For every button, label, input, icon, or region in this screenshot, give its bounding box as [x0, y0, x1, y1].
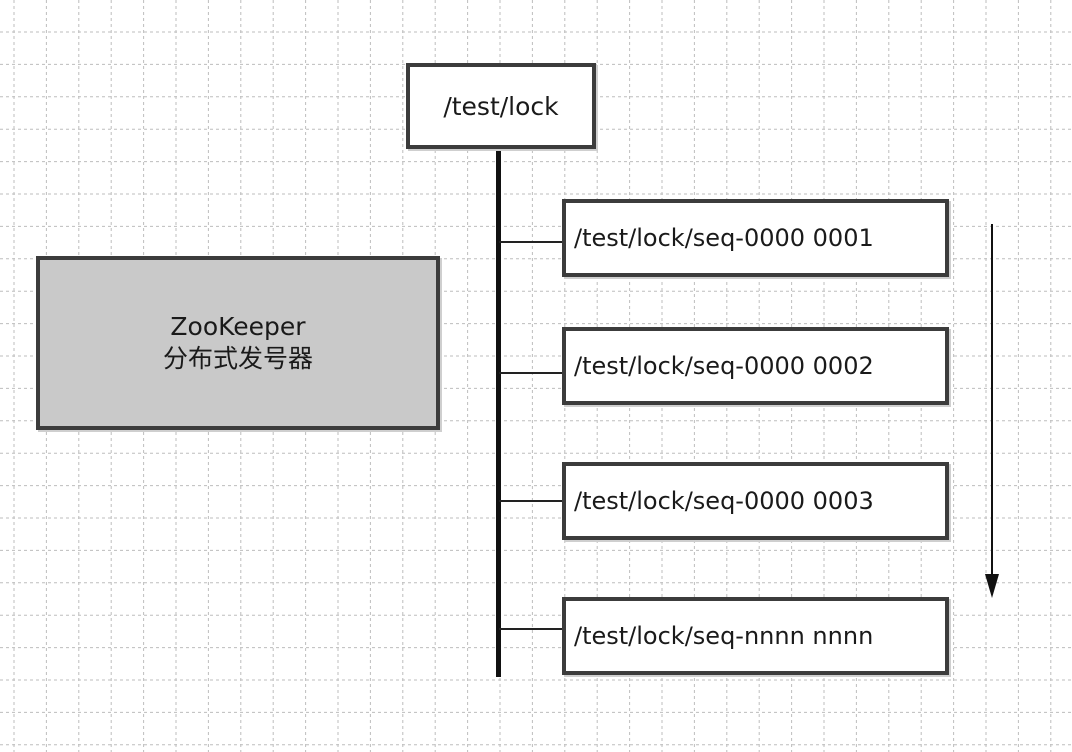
- branch-line-2: [499, 372, 563, 374]
- seq-node-1: /test/lock/seq-0000 0001: [562, 199, 949, 277]
- seq-node-label: /test/lock/seq-nnnn nnnn: [574, 622, 874, 650]
- seq-node-label: /test/lock/seq-0000 0003: [574, 487, 874, 515]
- seq-node-label: /test/lock/seq-0000 0002: [574, 352, 874, 380]
- root-node-box: /test/lock: [406, 63, 596, 149]
- generator-title: ZooKeeper: [170, 312, 306, 341]
- seq-node-3: /test/lock/seq-0000 0003: [562, 462, 949, 540]
- branch-line-3: [499, 500, 563, 502]
- order-arrow-icon: [985, 224, 999, 598]
- seq-node-4: /test/lock/seq-nnnn nnnn: [562, 597, 949, 675]
- zookeeper-generator-box: ZooKeeper 分布式发号器: [36, 256, 440, 430]
- seq-node-label: /test/lock/seq-0000 0001: [574, 224, 874, 252]
- branch-line-1: [499, 241, 563, 243]
- branch-line-4: [499, 628, 563, 630]
- generator-subtitle: 分布式发号器: [162, 344, 313, 373]
- seq-node-2: /test/lock/seq-0000 0002: [562, 327, 949, 405]
- root-node-label: /test/lock: [443, 91, 559, 121]
- tree-trunk-line: [496, 147, 501, 677]
